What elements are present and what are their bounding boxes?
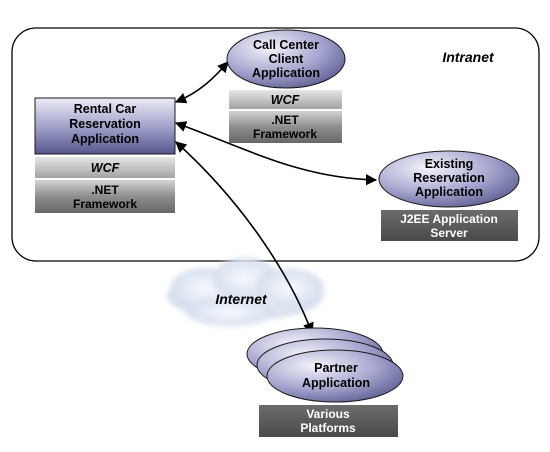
rental-app-label-line2: Reservation bbox=[69, 117, 141, 131]
callcenter-label-line2: Client bbox=[269, 52, 305, 66]
existing-platform-label-line2: Server bbox=[430, 226, 468, 240]
callcenter-framework-label-line1: .NET bbox=[271, 113, 299, 127]
existing-label-line2: Reservation bbox=[413, 171, 485, 185]
rental-app-box bbox=[34, 97, 176, 155]
rental-car-reservation-app: Rental Car Reservation Application WCF .… bbox=[34, 97, 176, 213]
rental-framework-label-line1: .NET bbox=[91, 183, 119, 197]
rental-wcf-layer bbox=[35, 157, 175, 178]
rental-app-label-line1: Rental Car bbox=[74, 102, 137, 116]
internet-label: Internet bbox=[215, 291, 268, 307]
existing-platform-label-line1: J2EE Application bbox=[400, 212, 498, 226]
connector-rental-callcenter bbox=[174, 61, 229, 104]
call-center-client-app: Call Center Client Application WCF .NET … bbox=[226, 29, 346, 143]
callcenter-wcf-label: WCF bbox=[271, 93, 300, 107]
existing-platform-layer bbox=[381, 210, 518, 241]
intranet-label: Intranet bbox=[442, 49, 495, 65]
rental-app-label-line3: Application bbox=[71, 132, 139, 146]
callcenter-wcf-layer bbox=[229, 90, 342, 109]
rental-framework-layer bbox=[35, 180, 175, 213]
callcenter-label-line3: Application bbox=[252, 66, 320, 80]
existing-label-line1: Existing bbox=[425, 157, 474, 171]
connector-rental-partner bbox=[175, 141, 314, 335]
callcenter-framework-layer bbox=[229, 111, 342, 143]
rental-wcf-label: WCF bbox=[91, 161, 120, 175]
partner-label-line2: Application bbox=[302, 376, 370, 390]
existing-reservation-app: Existing Reservation Application J2EE Ap… bbox=[378, 150, 520, 241]
callcenter-app-ellipse bbox=[226, 29, 346, 89]
partner-platform-layer bbox=[259, 405, 398, 437]
partner-label-line1: Partner bbox=[314, 361, 358, 375]
partner-platform-label-line2: Platforms bbox=[300, 421, 356, 435]
callcenter-label-line1: Call Center bbox=[253, 38, 319, 52]
rental-framework-label-line2: Framework bbox=[73, 197, 137, 211]
partner-application-stack: Partner Application Various Platforms bbox=[246, 327, 404, 437]
existing-label-line3: Application bbox=[415, 185, 483, 199]
partner-platform-label-line1: Various bbox=[306, 407, 350, 421]
callcenter-framework-label-line2: Framework bbox=[253, 127, 317, 141]
partner-app-ellipse-front bbox=[266, 349, 404, 403]
existing-app-ellipse bbox=[378, 150, 520, 208]
